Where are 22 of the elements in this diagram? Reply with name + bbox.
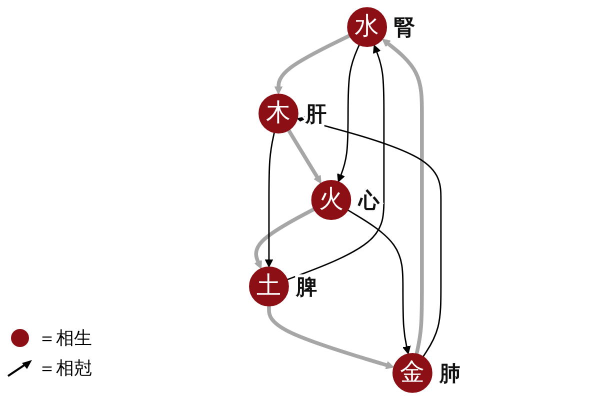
node-circle: 火 — [311, 180, 352, 220]
organ-label: 肺 — [440, 362, 460, 386]
arrow — [296, 116, 442, 358]
organ-label: 心 — [358, 188, 380, 213]
organ-label: 脾 — [296, 275, 318, 300]
arrow — [254, 207, 315, 269]
node-circle: 水 — [347, 7, 388, 48]
node-circle: 金 — [392, 352, 432, 393]
arrow — [286, 129, 322, 184]
arrow — [382, 38, 424, 354]
node-circle: 土 — [249, 266, 289, 306]
arrow — [348, 209, 411, 354]
organ-label: 肝 — [306, 102, 327, 126]
arrow — [337, 44, 360, 182]
legend-text: ＝相尅 — [38, 357, 92, 380]
node-circle: 木 — [258, 94, 298, 134]
arrow — [286, 44, 385, 280]
arrow — [267, 306, 394, 370]
legend-text: ＝相生 — [38, 327, 92, 350]
arrow — [274, 34, 350, 94]
organ-label: 腎 — [394, 16, 416, 40]
arrow — [264, 132, 275, 268]
